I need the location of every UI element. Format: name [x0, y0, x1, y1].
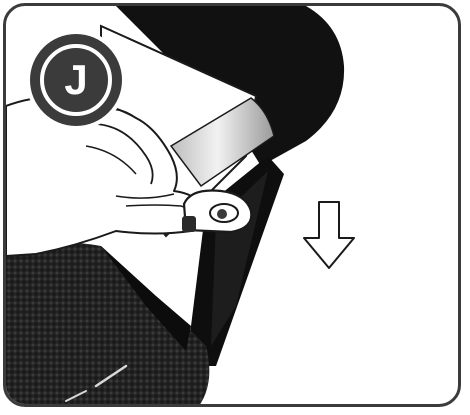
instruction-frame: J	[3, 3, 461, 407]
step-badge: J	[26, 30, 126, 130]
buckle-ring	[182, 191, 251, 232]
step-letter: J	[64, 59, 87, 101]
arrow-down-icon	[304, 202, 354, 268]
